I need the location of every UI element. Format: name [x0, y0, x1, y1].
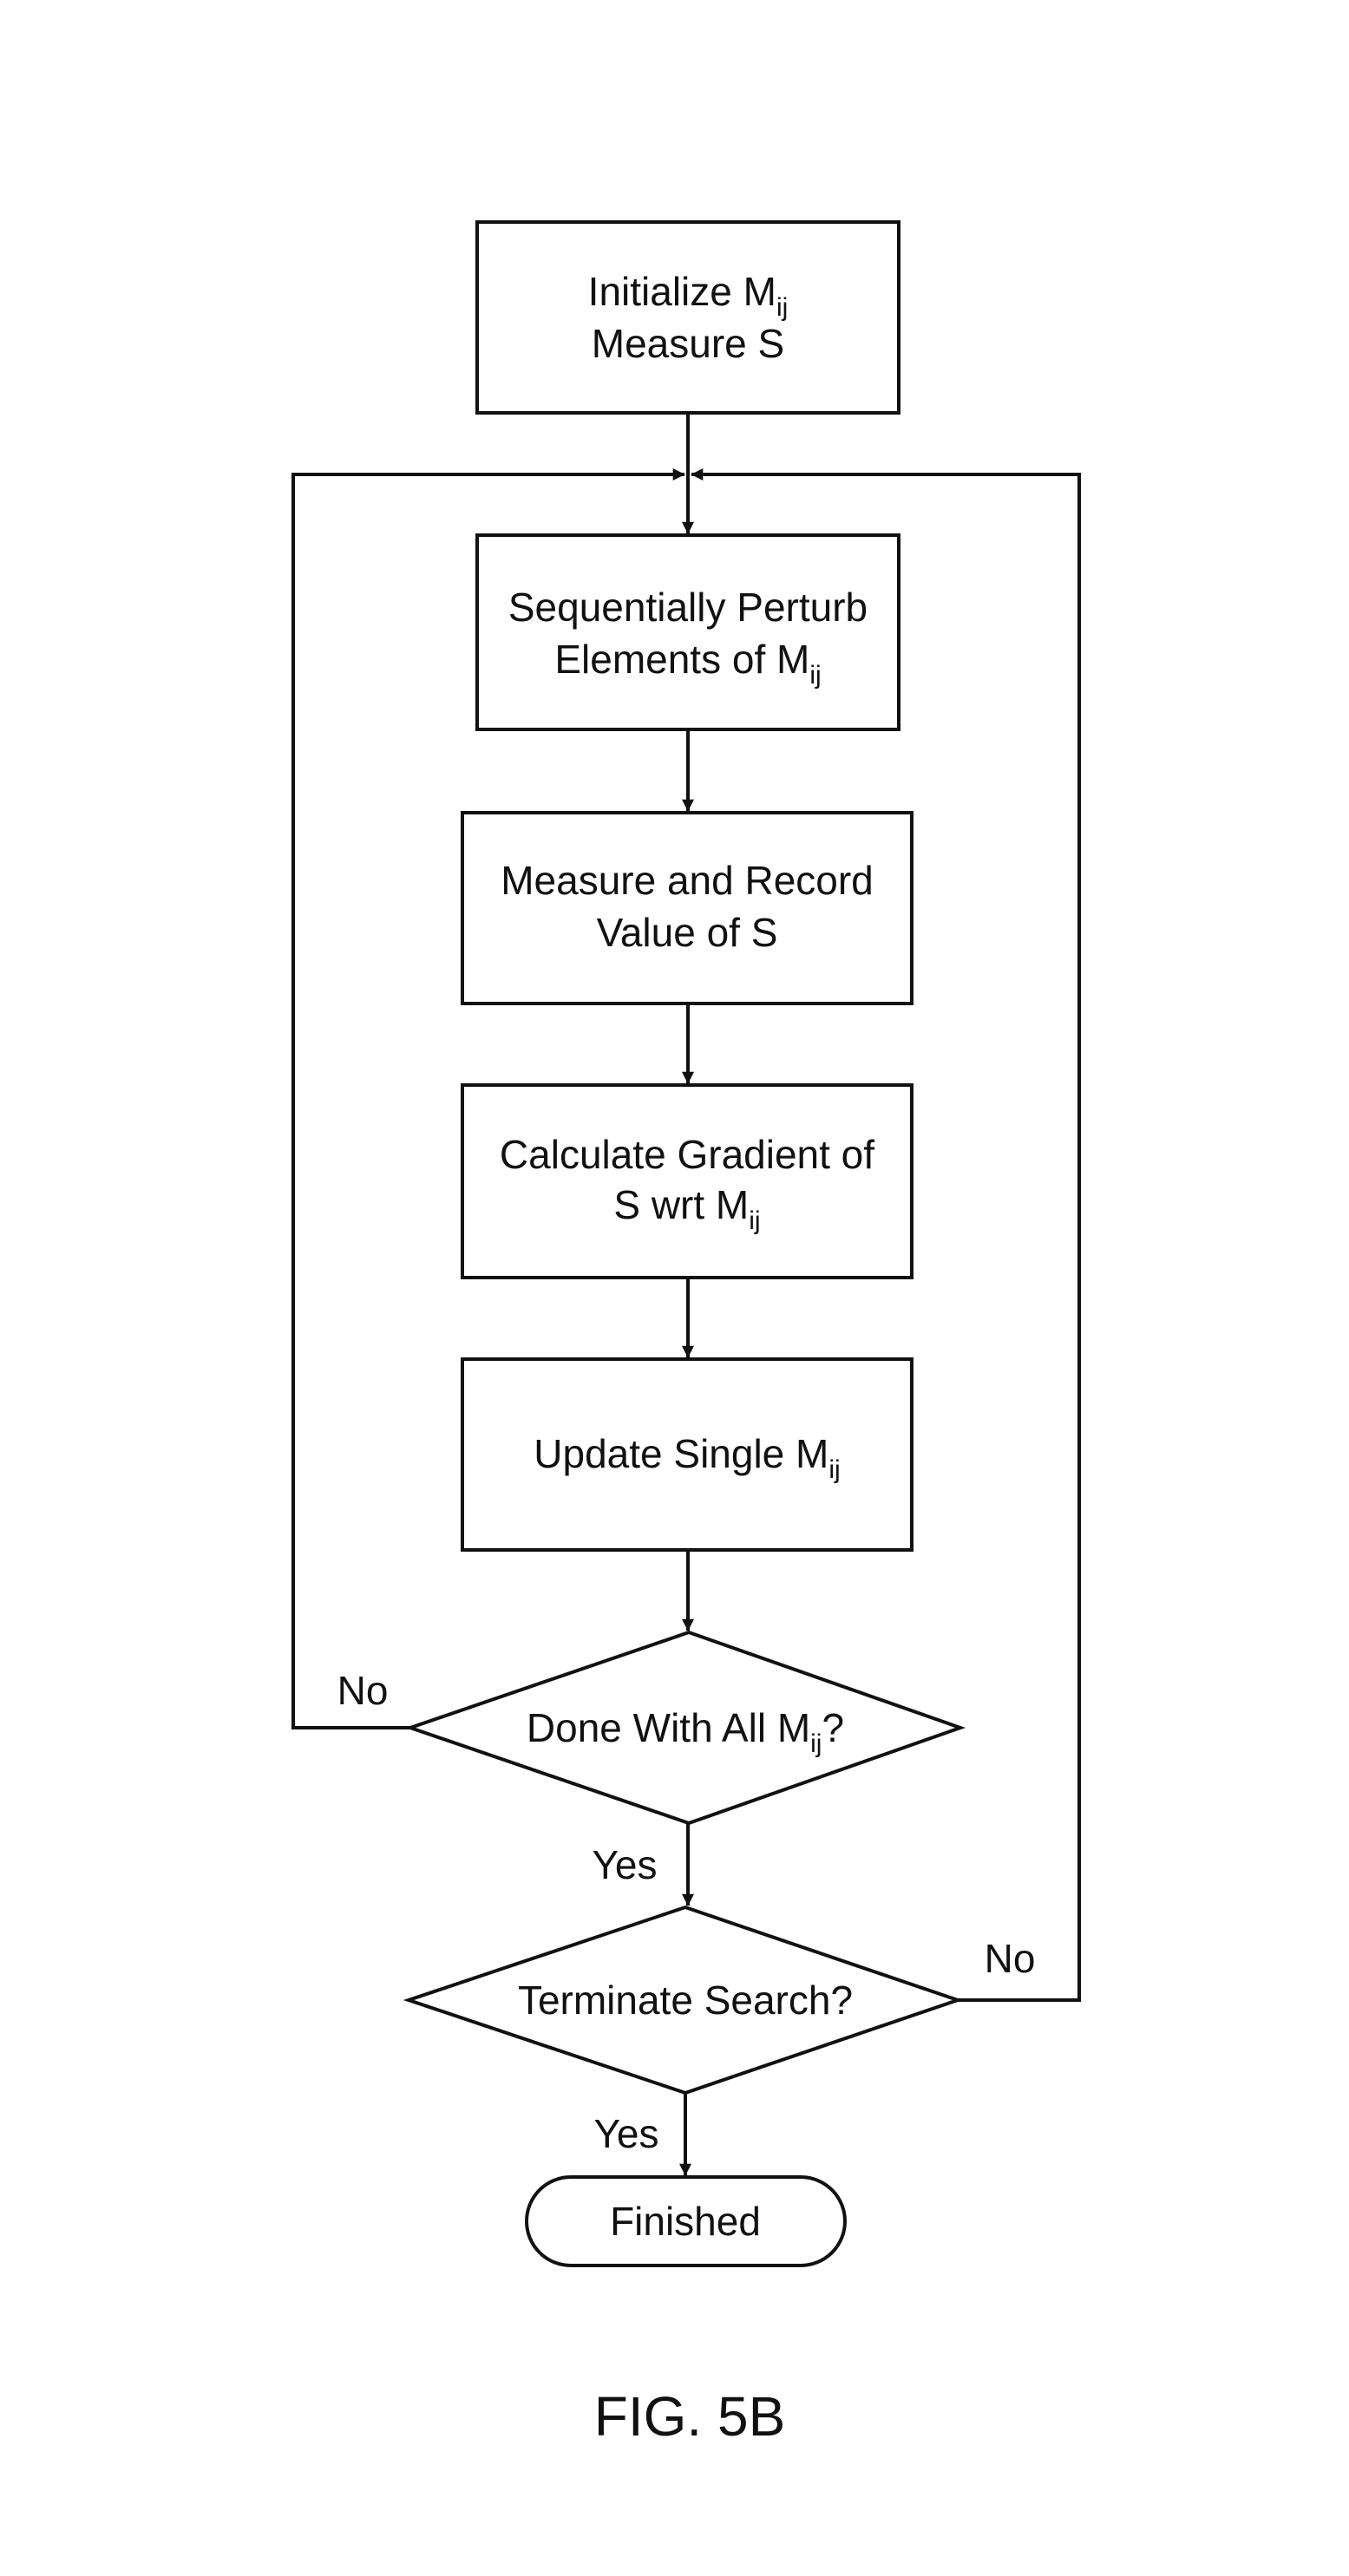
done-with-all-label: Done With All Mij? [527, 1705, 844, 1758]
measure-line2: Value of S [597, 910, 778, 955]
arrow-terminate-no-loop [691, 474, 1079, 2000]
gradient-line2: S wrt Mij [613, 1182, 760, 1235]
gradient-box [462, 1085, 912, 1278]
measure-line1: Measure and Record [501, 858, 874, 903]
update-label: Update Single Mij [534, 1431, 840, 1484]
figure-caption: FIG. 5B [594, 2385, 786, 2448]
initialize-line1: Initialize Mij [588, 269, 789, 322]
done-yes-label: Yes [592, 1842, 657, 1887]
measure-box [462, 813, 912, 1004]
done-no-label: No [337, 1668, 389, 1713]
initialize-box [477, 222, 899, 413]
perturb-box [477, 535, 899, 729]
terminate-search-label: Terminate Search? [518, 1978, 853, 2023]
gradient-line1: Calculate Gradient of [500, 1132, 874, 1177]
terminate-no-label: No [985, 1936, 1036, 1981]
perturb-line2: Elements of Mij [554, 637, 821, 690]
perturb-line1: Sequentially Perturb [508, 585, 868, 630]
finished-label: Finished [610, 2199, 761, 2244]
initialize-line2: Measure S [592, 321, 784, 366]
terminate-yes-label: Yes [593, 2111, 658, 2156]
